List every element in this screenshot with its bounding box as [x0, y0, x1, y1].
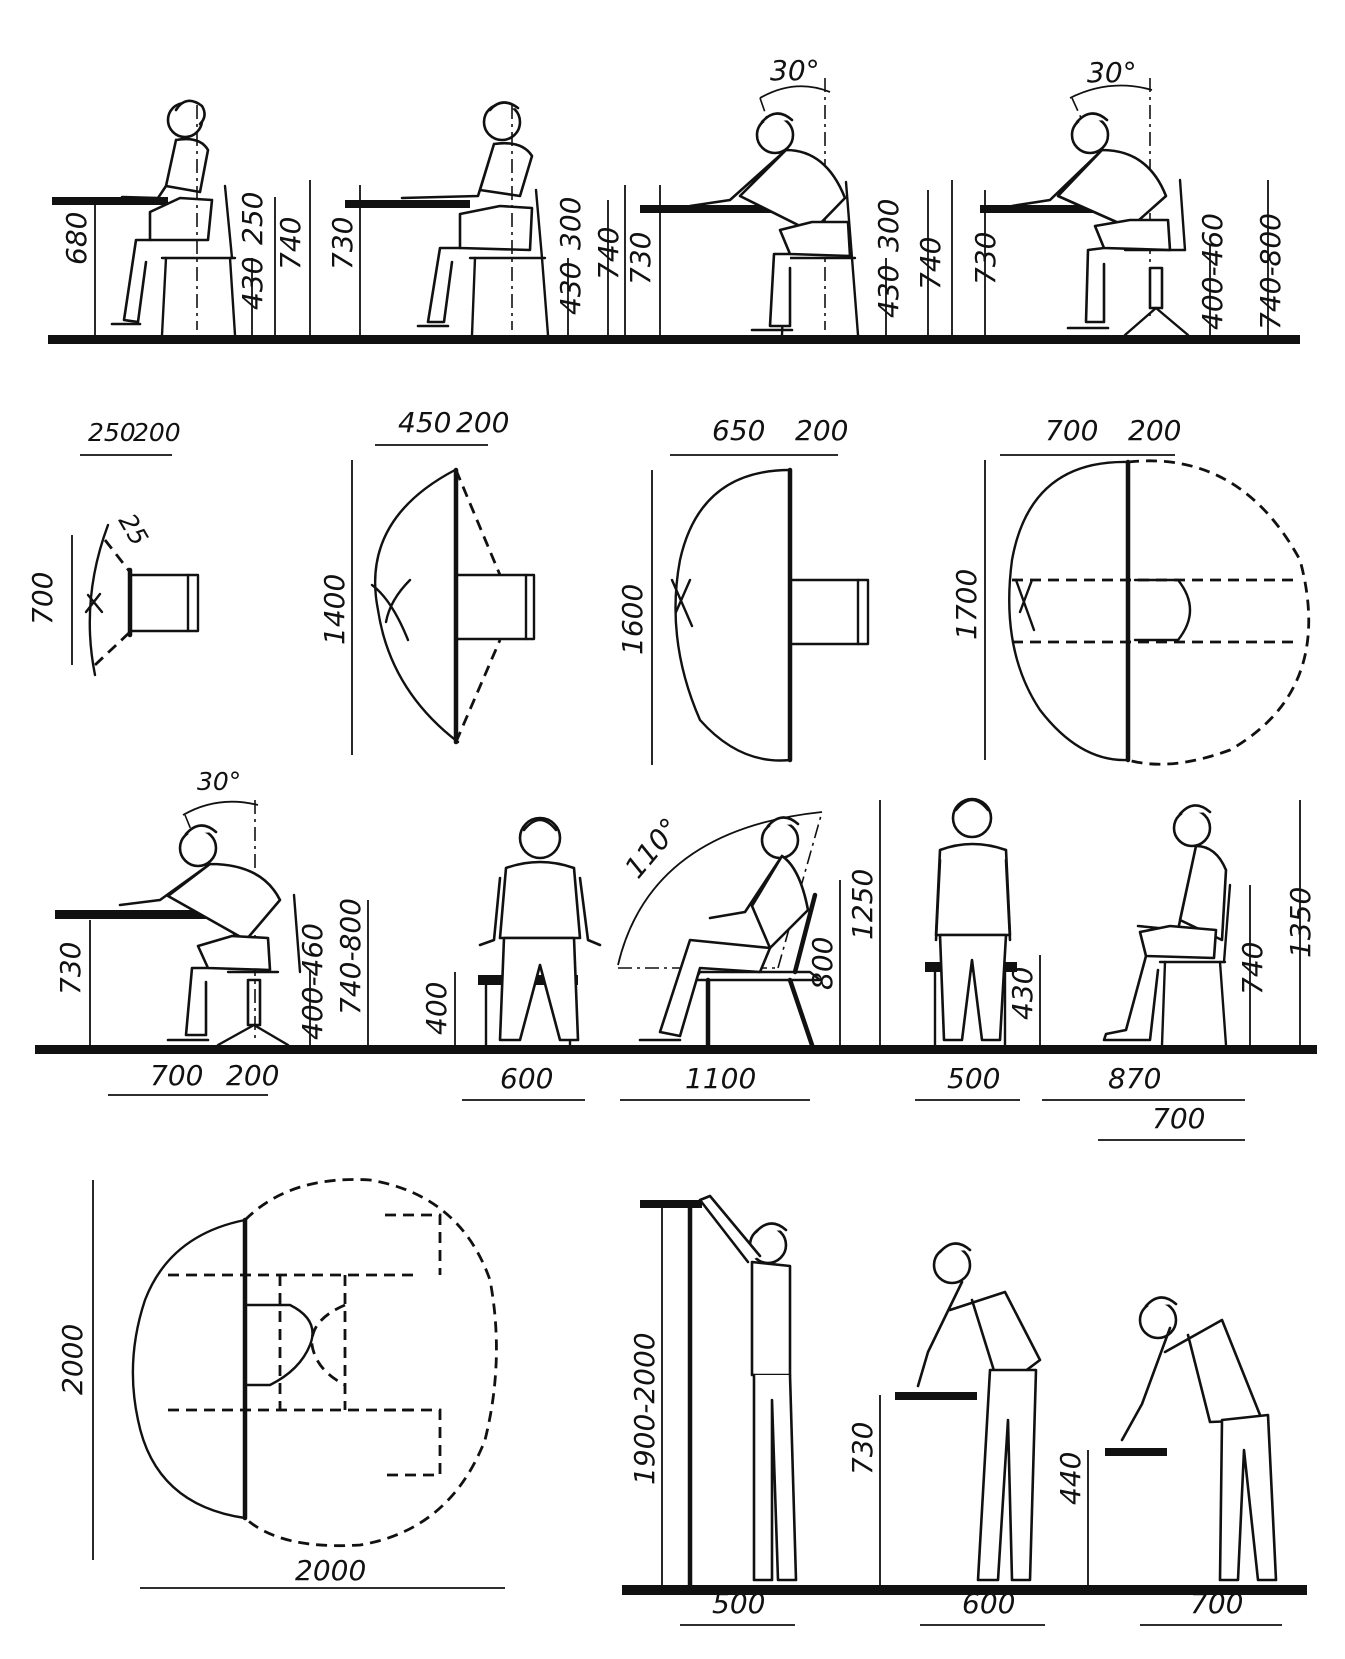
dim-row3-p3-total: 1250 — [846, 869, 879, 940]
bending-figure — [916, 1242, 1042, 1582]
leaning-man-figure — [688, 112, 852, 332]
dim-row3-p4-seat: 430 — [1006, 967, 1039, 1020]
row1-panel3: 30° 730 430 300 740 — [624, 54, 953, 337]
leaning-man-figure — [118, 824, 282, 1042]
dim-row2-p4-chair: 200 — [1128, 414, 1181, 447]
dim-row1-p1-seat-to-table: 250 — [236, 192, 269, 245]
angle-row3-p1: 30° — [197, 767, 241, 796]
row4-reach: 1900-2000 500 — [622, 1194, 1307, 1626]
row3-side-views: 30° 730 400-460 740-800 700 200 400 — [35, 767, 1317, 1141]
row3-panel5: 740 1350 870 700 — [1042, 800, 1317, 1141]
dim-row1-p4-table: 730 — [969, 232, 1002, 285]
leaning-man-stool-figure — [1010, 112, 1172, 330]
dim-row4-reach-width: 500 — [712, 1587, 765, 1620]
dim-row1-p3-seat-to-table: 300 — [872, 199, 905, 252]
dim-row3-p1-seat: 400-460 — [296, 923, 329, 1040]
seated-woman-figure — [110, 99, 214, 326]
row3-panel2: 400 600 — [420, 816, 602, 1101]
row2-plan-views: 250 200 25 700 450 200 1400 — [26, 406, 1311, 766]
seated-front-figure-2 — [934, 797, 1012, 1042]
dim-row2-p4-width: 1700 — [950, 569, 983, 640]
dim-row2-p3-width: 1600 — [616, 584, 649, 655]
row3-panel4: 430 500 — [915, 797, 1041, 1101]
row4-plan: 2000 2000 — [56, 1178, 505, 1589]
dim-row2-p3-depth: 650 — [712, 414, 765, 447]
dim-row4-plan-width: 2000 — [295, 1554, 366, 1587]
dim-row2-p3-chair: 200 — [795, 414, 848, 447]
dim-row1-p4-total: 740-800 — [1254, 213, 1287, 330]
table-top — [345, 200, 470, 208]
dim-row4-plan-height: 2000 — [56, 1324, 89, 1395]
row1-floor-line — [48, 335, 1300, 344]
dim-row3-p1-total: 740-800 — [334, 898, 367, 1015]
dim-row2-p4-depth: 700 — [1045, 414, 1098, 447]
row3-panel3: 110° 800 1250 1100 — [617, 800, 881, 1101]
angle-row1-p3: 30° — [770, 54, 820, 87]
row2-plan1: 250 200 25 700 — [26, 418, 200, 677]
dim-row3-p5-max: 1350 — [1284, 887, 1317, 958]
table-top — [55, 910, 215, 919]
dim-row3-p3-width: 1100 — [685, 1062, 756, 1095]
angle-row1-p4: 30° — [1087, 56, 1137, 89]
dim-row1-p2-seat-to-table: 300 — [554, 197, 587, 250]
dim-row4-bend2-width: 700 — [1190, 1587, 1243, 1620]
dim-row3-p2-width: 600 — [500, 1062, 553, 1095]
dim-row1-p1-table: 680 — [60, 212, 93, 265]
dim-row2-p1-chair: 200 — [133, 418, 181, 447]
dim-row1-p1-total: 740 — [274, 217, 307, 270]
dim-row2-p2-chair: 200 — [456, 406, 509, 439]
table-top — [980, 205, 1110, 213]
dim-row3-p2-seat: 400 — [420, 982, 453, 1035]
dim-row1-p3-total: 740 — [914, 237, 947, 290]
reclining-figure — [638, 816, 810, 1042]
row4-floor-line — [622, 1585, 1307, 1595]
dim-row2-p1-depth: 250 — [88, 418, 136, 447]
dim-row4-bend2-height: 440 — [1054, 1452, 1087, 1505]
row3-panel1: 30° 730 400-460 740-800 700 200 — [54, 767, 369, 1096]
dim-row4-bend1-height: 730 — [846, 1422, 879, 1475]
dim-row3-p3-back: 800 — [806, 937, 839, 990]
row2-plan4: 700 200 1700 — [950, 414, 1311, 766]
dim-row3-p5-total: 740 — [1236, 942, 1269, 995]
row1-panel4: 30° 730 400-460 740-800 — [969, 56, 1287, 337]
dim-row2-p2-depth: 450 — [398, 406, 451, 439]
row2-plan2: 450 200 1400 — [318, 406, 536, 755]
angle-row3-p3: 110° — [618, 812, 687, 885]
dim-row1-p3-seat: 430 — [872, 265, 905, 318]
row1-panel2: 730 430 300 740 — [326, 101, 626, 337]
dim-row3-p1-chair: 200 — [226, 1059, 279, 1092]
seated-side-figure — [1102, 804, 1228, 1042]
reaching-figure — [698, 1194, 798, 1582]
seated-man-figure — [400, 101, 534, 328]
dim-row4-bend1-width: 600 — [962, 1587, 1015, 1620]
dim-row2-p1-width: 700 — [26, 572, 59, 625]
table-top — [52, 197, 168, 205]
row4-bend1: 730 600 — [846, 1242, 1045, 1626]
dim-row1-p4-seat: 400-460 — [1196, 213, 1229, 330]
dim-row1-p2-seat: 430 — [554, 262, 587, 315]
dim-row3-p1-reach: 700 — [150, 1059, 203, 1092]
dim-row4-reach-height: 1900-2000 — [628, 1332, 661, 1485]
row3-floor-line — [35, 1045, 1317, 1054]
row1-seated-at-table: 680 430 250 740 730 — [48, 54, 1300, 344]
dim-row1-p1-seat: 430 — [236, 257, 269, 310]
row4-bend2: 440 700 — [1054, 1296, 1282, 1626]
dim-row3-p4-width: 500 — [947, 1062, 1000, 1095]
row1-panel1: 680 430 250 740 — [52, 99, 311, 337]
seated-front-figure — [478, 816, 602, 1042]
dim-row1-p3-table: 730 — [624, 232, 657, 285]
dim-row1-p2-table: 730 — [326, 217, 359, 270]
dim-row3-p5-inner: 700 — [1152, 1102, 1205, 1135]
table-top — [640, 205, 775, 213]
row4: 2000 2000 1900-2000 — [56, 1178, 1307, 1626]
row2-plan3: 650 200 1600 — [616, 414, 870, 765]
dim-row2-p1-offset: 25 — [113, 509, 154, 551]
dim-row1-p2-total: 740 — [592, 227, 625, 280]
dim-row2-p2-width: 1400 — [318, 574, 351, 645]
dim-row3-p1-table: 730 — [54, 942, 87, 995]
dim-row3-p5-outer: 870 — [1108, 1062, 1161, 1095]
deep-bending-figure — [1120, 1296, 1278, 1582]
